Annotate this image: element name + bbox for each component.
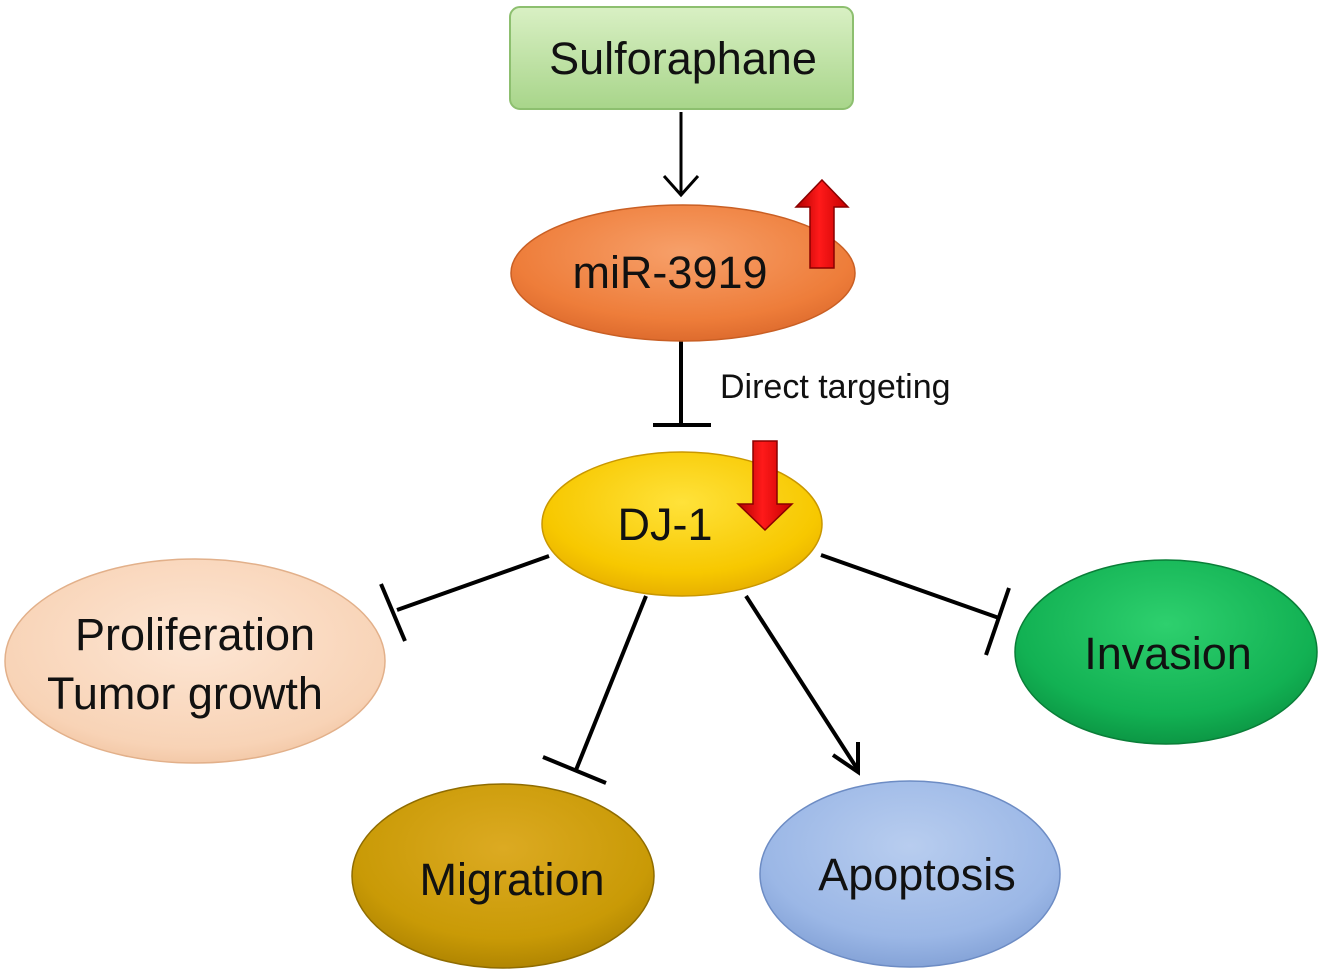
edge-dj1-inhibits-migration xyxy=(542,595,648,785)
sulforaphane-node: Sulforaphane xyxy=(509,6,854,110)
direct-targeting-label: Direct targeting xyxy=(720,368,951,406)
edge-dj1-inhibits-proliferation xyxy=(379,554,550,642)
migration-label: Migration xyxy=(419,854,604,905)
migration-node: Migration xyxy=(351,783,655,969)
sulforaphane-label: Sulforaphane xyxy=(549,33,817,84)
proliferation-label: Proliferation xyxy=(75,609,315,660)
edge-dj1-promotes-apoptosis xyxy=(744,594,860,776)
mir-3919-label: miR-3919 xyxy=(572,247,767,298)
dj1-node: DJ-1 xyxy=(541,451,823,597)
edge-sulforaphane-to-mir xyxy=(662,112,700,198)
edge-dj1-inhibits-invasion xyxy=(820,553,1011,656)
apoptosis-node: Apoptosis xyxy=(759,780,1061,968)
inhibition-bar-icon xyxy=(984,587,1011,656)
invasion-node: Invasion xyxy=(1014,559,1318,745)
proliferation-node: Proliferation Tumor growth xyxy=(4,558,386,764)
tumor-growth-label: Tumor growth xyxy=(47,668,323,719)
dj1-label: DJ-1 xyxy=(617,499,712,550)
arrowhead-icon xyxy=(662,174,700,198)
down-arrow-icon xyxy=(736,440,794,532)
inhibition-bar-icon xyxy=(542,755,607,785)
arrowhead-icon xyxy=(831,742,860,776)
mir-3919-node: miR-3919 xyxy=(510,204,856,342)
up-arrow-icon xyxy=(794,178,850,269)
inhibition-bar-icon xyxy=(379,583,407,642)
apoptosis-label: Apoptosis xyxy=(818,849,1016,900)
invasion-label: Invasion xyxy=(1084,628,1252,679)
edge-mir-inhibits-dj1 xyxy=(653,340,711,427)
